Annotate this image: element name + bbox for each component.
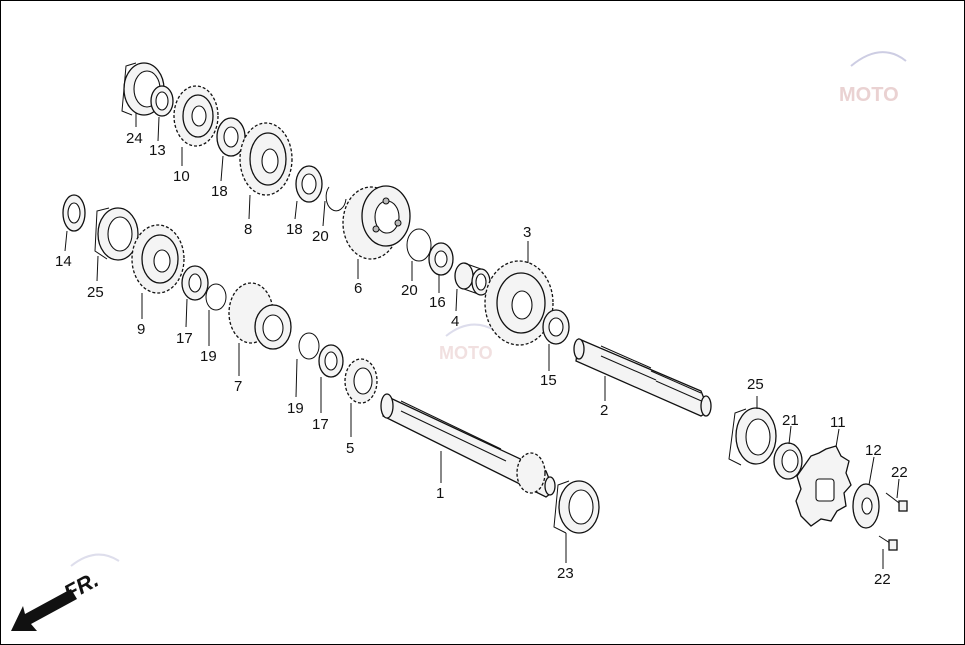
part-15-washer [542,309,570,345]
part-13-washer [150,85,174,117]
callout-17: 17 [176,330,193,347]
part-23-bearing [553,480,600,534]
part-10-gear [173,85,219,147]
part-25a-bearing [94,207,139,261]
callout-20: 20 [312,228,329,245]
callout-1: 1 [436,485,444,502]
watermark-bottom-left [70,553,120,567]
callout-16: 16 [429,294,446,311]
part-19a-circlip [205,283,227,311]
callout-6: 6 [354,280,362,297]
callout-18: 18 [211,183,228,200]
part-20b-circlip [406,228,432,262]
callout-24: 24 [126,130,143,147]
callout-labels: 24 13 10 18 8 18 20 6 20 16 4 3 15 2 14 … [55,130,908,588]
callout-19: 19 [200,348,217,365]
part-22a-bolt [885,492,908,512]
callout-25: 25 [747,376,764,393]
part-12-lock-plate [852,483,880,529]
callout-20: 20 [401,282,418,299]
callout-25: 25 [87,284,104,301]
part-7-gear [228,282,292,350]
part-8-gear [239,122,293,196]
part-6-gear [342,185,411,260]
part-19b-circlip [298,332,320,360]
watermark-top-right: MOTO [839,51,907,106]
callout-18: 18 [286,221,303,238]
front-direction-indicator: FR. [11,567,103,631]
svg-text:MOTO: MOTO [839,84,899,106]
callout-4: 4 [451,313,459,330]
callout-11: 11 [830,414,846,431]
watermark-center: MOTO [439,323,497,363]
callout-12: 12 [865,442,882,459]
part-25b-bearing [728,407,777,466]
part-1-mainshaft [380,393,556,498]
part-17a-washer [181,265,209,301]
callout-2: 2 [600,402,608,419]
part-20a-circlip [325,186,347,212]
callout-3: 3 [523,224,531,241]
callout-17: 17 [312,416,329,433]
part-5-gear [344,358,378,404]
part-2-countershaft [573,338,712,417]
part-21-seal [773,442,803,480]
callout-15: 15 [540,372,557,389]
part-17b-washer [318,344,344,378]
callout-7: 7 [234,378,242,395]
callout-8: 8 [244,221,252,238]
part-14-washer [62,194,86,232]
callout-23: 23 [557,565,574,582]
callout-5: 5 [346,440,354,457]
callout-13: 13 [149,142,166,159]
callout-22: 22 [874,571,891,588]
leader-lines [64,113,900,569]
part-9-gear [131,224,185,294]
part-4-bushing [454,262,491,296]
callout-22: 22 [891,464,908,481]
callout-10: 10 [173,168,190,185]
part-22b-bolt [878,535,898,551]
svg-text:MOTO: MOTO [439,343,493,363]
callout-14: 14 [55,253,72,270]
part-18b-washer [295,165,323,203]
part-11-sprocket [795,445,852,527]
callout-21: 21 [782,412,799,429]
callout-19: 19 [287,400,304,417]
part-16-washer [428,242,454,276]
part-3-gear [484,260,554,346]
callout-9: 9 [137,321,145,338]
